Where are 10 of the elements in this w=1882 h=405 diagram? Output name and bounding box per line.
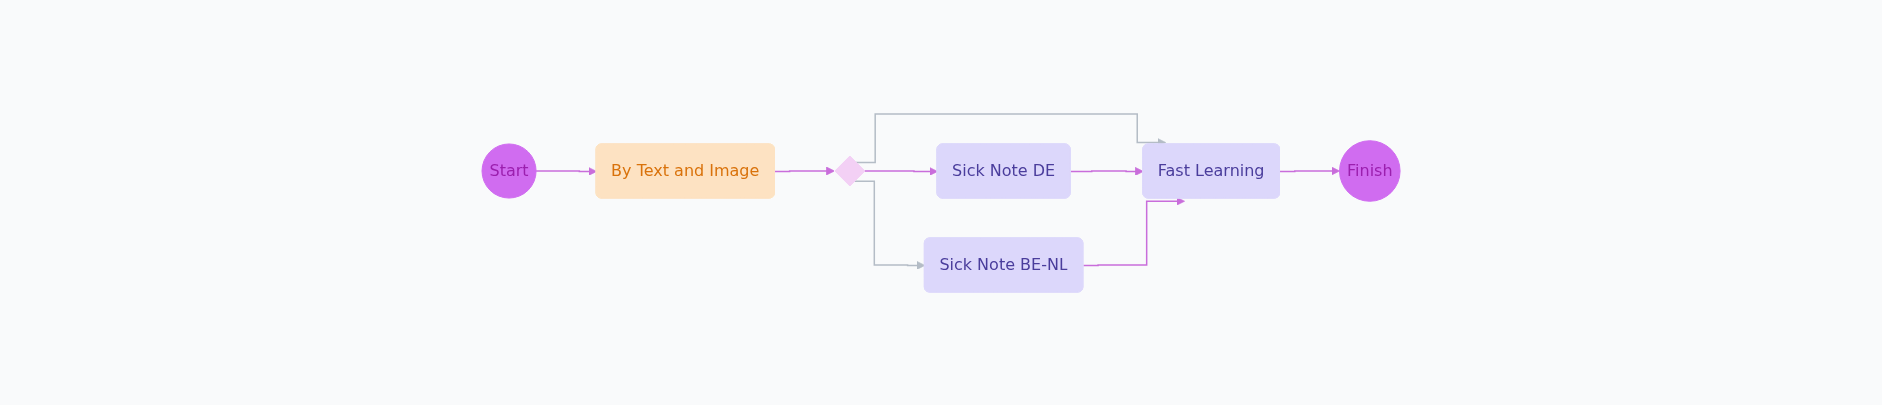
arrow xyxy=(863,166,938,176)
arrow xyxy=(1082,196,1185,266)
arrow xyxy=(1069,166,1144,176)
node-circle: Start xyxy=(481,142,537,199)
arrow xyxy=(853,179,926,270)
node-diamond xyxy=(834,155,866,186)
node-circle: Finish xyxy=(1339,139,1401,202)
arrow xyxy=(774,166,835,175)
arrow xyxy=(1279,166,1340,175)
arrow xyxy=(535,166,597,176)
